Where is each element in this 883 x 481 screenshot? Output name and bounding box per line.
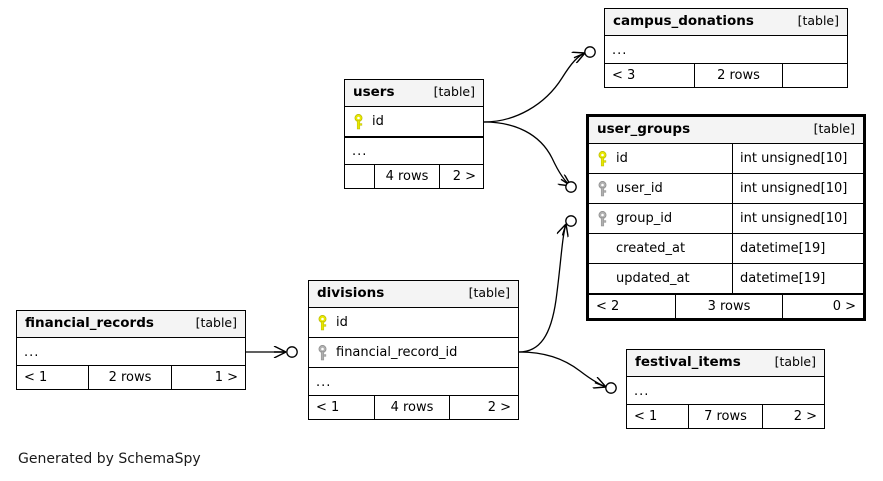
table-title: users [table] — [345, 80, 483, 107]
footer-children-count — [783, 64, 847, 87]
table-more-columns-indicator: ... — [345, 137, 483, 164]
column-name: created_at — [616, 241, 686, 256]
table-name: user_groups — [597, 120, 691, 137]
primary-key-icon — [318, 314, 327, 330]
footer-children-count: 1 > — [214, 370, 238, 385]
table-name: campus_donations — [613, 12, 754, 29]
footer-children-count: 2 > — [793, 409, 817, 424]
column-name: group_id — [616, 211, 673, 226]
table-more-columns-indicator: ... — [24, 345, 40, 360]
footer-parents-count: < 2 — [589, 295, 676, 318]
table-title: campus_donations [table] — [605, 9, 847, 36]
column-type: datetime[19] — [732, 264, 863, 293]
table-more-columns-indicator: ... — [634, 384, 650, 399]
column-name: id — [372, 114, 384, 129]
table-title: divisions [table] — [309, 281, 518, 308]
table-footer: 4 rows 2 > — [345, 164, 483, 188]
footer-children-count: 2 > — [487, 400, 511, 415]
footer-parents-count: < 1 — [627, 405, 689, 428]
table-divisions[interactable]: divisions [table] id — [308, 280, 519, 420]
column-name: id — [616, 151, 628, 166]
table-name: festival_items — [635, 353, 741, 370]
footer-row-count: 2 rows — [695, 64, 783, 87]
column-type: int unsigned[10] — [732, 204, 863, 233]
table-column-row[interactable]: group_id int unsigned[10] — [589, 204, 863, 234]
table-user-groups[interactable]: user_groups [table] id int unsigned[10] — [586, 114, 866, 321]
edge-divisions-festival-items — [518, 351, 617, 394]
column-name: financial_record_id — [336, 345, 458, 360]
column-name-cell: updated_at — [589, 264, 732, 293]
footer-parents-count — [345, 165, 375, 188]
footer-parents-count: < 3 — [605, 64, 695, 87]
table-financial-records[interactable]: financial_records [table] ... < 1 2 rows… — [16, 310, 246, 390]
table-name: users — [353, 83, 395, 100]
footer-parents-count: < 1 — [17, 366, 89, 389]
edge-users-user-groups — [483, 121, 577, 193]
table-kind-label: [table] — [195, 315, 237, 331]
foreign-key-icon — [598, 180, 607, 196]
table-footer: < 1 7 rows 2 > — [627, 404, 824, 428]
footer-row-count: 4 rows — [375, 165, 440, 188]
column-name-cell: user_id — [589, 174, 732, 203]
generated-by-caption: Generated by SchemaSpy — [18, 451, 201, 467]
column-type: int unsigned[10] — [732, 144, 863, 173]
table-column-row[interactable]: user_id int unsigned[10] — [589, 174, 863, 204]
column-name: user_id — [616, 181, 663, 196]
table-more-columns-indicator: ... — [316, 375, 332, 390]
footer-children-count: 2 > — [452, 169, 476, 184]
table-column-row[interactable]: id — [309, 308, 518, 338]
table-column-row[interactable]: id int unsigned[10] — [589, 144, 863, 174]
column-name: id — [336, 315, 348, 330]
edge-users-campus-donations — [483, 46, 596, 123]
table-kind-label: [table] — [774, 354, 816, 370]
column-name-cell: id — [345, 107, 483, 136]
footer-row-count: 3 rows — [676, 295, 783, 318]
column-type: datetime[19] — [732, 234, 863, 263]
edge-financial-records-divisions — [246, 347, 298, 357]
table-footer: < 1 2 rows 1 > — [17, 365, 245, 389]
footer-row-count: 2 rows — [89, 366, 172, 389]
table-name: financial_records — [25, 314, 154, 331]
table-column-row[interactable]: id — [345, 107, 483, 137]
table-more-columns-indicator: ... — [612, 43, 628, 58]
foreign-key-icon — [598, 210, 607, 226]
table-kind-label: [table] — [468, 285, 510, 301]
table-festival-items[interactable]: festival_items [table] ... < 1 7 rows 2 … — [626, 349, 825, 429]
column-name-cell: id — [589, 144, 732, 173]
footer-row-count: 4 rows — [375, 396, 450, 419]
column-name-cell: created_at — [589, 234, 732, 263]
table-footer: < 1 4 rows 2 > — [309, 395, 518, 419]
table-title: festival_items [table] — [627, 350, 824, 377]
column-name: updated_at — [616, 271, 690, 286]
table-footer: < 2 3 rows 0 > — [589, 294, 863, 318]
table-users[interactable]: users [table] id ... 4 rows 2 > — [344, 79, 484, 189]
table-campus-donations[interactable]: campus_donations [table] ... < 3 2 rows — [604, 8, 848, 88]
column-name-cell: group_id — [589, 204, 732, 233]
edge-divisions-user-groups — [518, 215, 577, 353]
primary-key-icon — [354, 113, 363, 129]
column-name-cell: financial_record_id — [309, 338, 518, 367]
footer-parents-count: < 1 — [309, 396, 375, 419]
table-column-row[interactable]: created_at datetime[19] — [589, 234, 863, 264]
primary-key-icon — [598, 150, 607, 166]
table-title: financial_records [table] — [17, 311, 245, 338]
table-kind-label: [table] — [433, 84, 475, 100]
table-footer: < 3 2 rows — [605, 63, 847, 87]
footer-row-count: 7 rows — [689, 405, 763, 428]
column-type: int unsigned[10] — [732, 174, 863, 203]
footer-children-count: 0 > — [832, 299, 856, 314]
table-title: user_groups [table] — [589, 117, 863, 144]
table-kind-label: [table] — [797, 13, 839, 29]
table-column-row[interactable]: financial_record_id — [309, 338, 518, 368]
table-name: divisions — [317, 284, 385, 301]
table-kind-label: [table] — [813, 121, 855, 137]
table-column-row[interactable]: updated_at datetime[19] — [589, 264, 863, 294]
foreign-key-icon — [318, 344, 327, 360]
column-name-cell: id — [309, 308, 518, 337]
